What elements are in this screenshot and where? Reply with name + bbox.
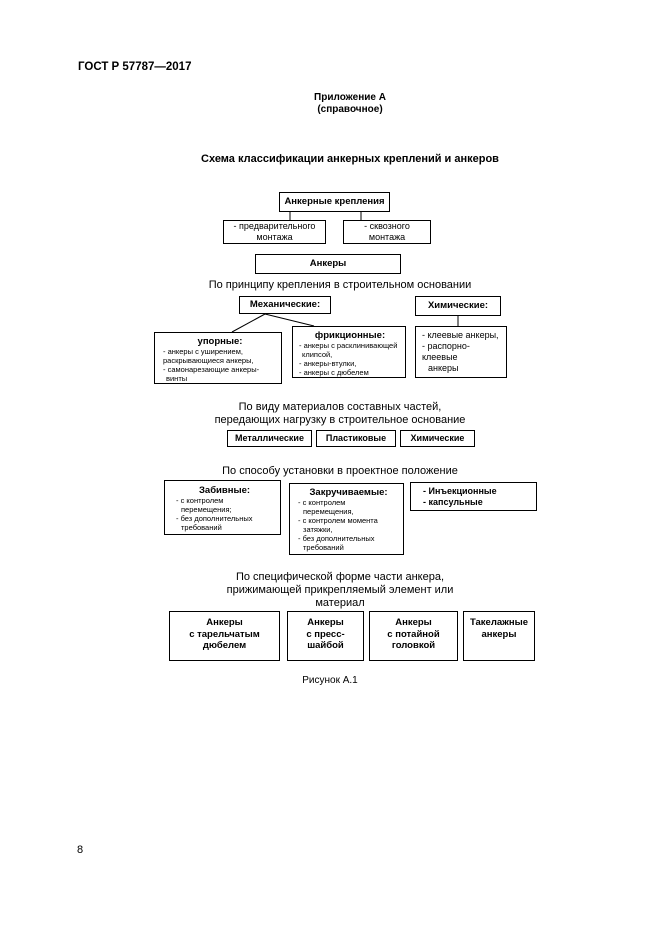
appendix-heading: Приложение А (справочное) — [250, 92, 450, 116]
driven-item-3: - без дополнительных — [176, 514, 253, 523]
washer-dowel-line-3: дюбелем — [202, 640, 247, 651]
chemical-box: Химические: — [415, 296, 501, 316]
washer-dowel-line-1: Анкеры — [206, 617, 243, 628]
screwed-item-5: - без дополнительных — [298, 534, 375, 543]
through-installation-box: - сквозного монтажа — [343, 220, 431, 244]
through-installation-line-1: - сквозного — [364, 221, 410, 231]
through-installation-line-2: монтажа — [368, 232, 406, 242]
chemical-material-box: Химические — [400, 430, 475, 447]
anchors-box: Анкеры — [255, 254, 401, 274]
figure-title: Схема классификации анкерных креплений и… — [201, 153, 499, 165]
injection-item-2: - капсульные — [423, 497, 483, 507]
driven-item-2: перемещения; — [181, 505, 232, 514]
injection-item-1: - Инъекционные — [423, 486, 497, 496]
rigging-anchors-box: Такелажные анкеры — [463, 611, 535, 661]
rigging-line-1: Такелажные — [469, 617, 529, 628]
section4-heading-line-3: материал — [315, 597, 365, 609]
metal-box: Металлические — [227, 430, 312, 447]
screwed-item-2: перемещения, — [303, 507, 354, 516]
pre-installation-line-2: монтажа — [256, 232, 293, 242]
press-washer-line-2: с пресс- — [306, 628, 345, 640]
mechanical-box: Механические: — [239, 296, 331, 314]
chemical-item-2: - распорно-клеевые — [422, 341, 470, 362]
pre-installation-box: - предварительного монтажа — [223, 220, 326, 244]
friction-item-1: - анкеры с расклинивающей — [299, 341, 398, 350]
driven-title: Забивные: — [198, 485, 251, 496]
screwed-item-1: - с контролем — [298, 498, 346, 507]
press-washer-anchors-box: Анкеры с пресс- шайбой — [287, 611, 364, 661]
friction-title: фрикционные: — [314, 330, 386, 341]
friction-item-3: - анкеры-втулки, — [299, 359, 357, 368]
screwed-title: Закручиваемые: — [309, 487, 388, 498]
driven-item-4: требований — [181, 523, 222, 532]
chemical-item-3: анкеры — [428, 363, 459, 373]
screwed-item-3: - с контролем момента — [298, 516, 378, 525]
appendix-subtitle: (справочное) — [317, 104, 383, 115]
bearing-item-4: винты — [166, 374, 188, 383]
section3-heading: По способу установки в проектное положен… — [222, 465, 458, 477]
section1-heading: По принципу крепления в строительном осн… — [208, 279, 472, 291]
chemical-item-1: - клеевые анкеры, — [422, 330, 499, 340]
rigging-line-2: анкеры — [481, 628, 517, 640]
bearing-title: упорные: — [197, 336, 243, 347]
plastic-box: Пластиковые — [316, 430, 396, 447]
anchor-fastenings-box: Анкерные крепления — [279, 192, 390, 212]
friction-item-2: клипсой, — [302, 350, 333, 359]
section2-heading-line-2: передающих нагрузку в строительное основ… — [214, 414, 466, 426]
page-number: 8 — [77, 844, 84, 856]
section4-heading: По специфической форме части анкера, при… — [190, 571, 490, 610]
section4-heading-line-1: По специфической форме части анкера, — [235, 571, 445, 583]
friction-item-4: - анкеры с дюбелем — [299, 368, 369, 377]
washer-dowel-line-2: с тарельчатым — [189, 628, 260, 640]
washer-dowel-anchors-box: Анкеры с тарельчатым дюбелем — [169, 611, 280, 661]
pre-installation-line-1: - предварительного — [233, 221, 316, 231]
standard-number: ГОСТ Р 57787—2017 — [78, 61, 192, 73]
bearing-anchors-box: упорные: - анкеры с уширением, раскрываю… — [154, 332, 282, 384]
chemical-anchors-box: - клеевые анкеры, - распорно-клеевые анк… — [415, 326, 507, 378]
screwed-anchors-box: Закручиваемые: - с контролем перемещения… — [289, 483, 404, 555]
countersunk-line-3: головкой — [391, 640, 436, 651]
countersunk-anchors-box: Анкеры с потайной головкой — [369, 611, 458, 661]
figure-caption: Рисунок А.1 — [302, 675, 358, 686]
screwed-item-6: требований — [303, 543, 344, 552]
injection-anchors-box: - Инъекционные - капсульные — [410, 482, 537, 511]
press-washer-line-1: Анкеры — [307, 617, 344, 628]
bearing-item-2: раскрывающиеся анкеры, — [163, 356, 254, 365]
section2-heading-line-1: По виду материалов составных частей, — [238, 401, 442, 413]
screwed-item-4: затяжки, — [303, 525, 333, 534]
section2-heading: По виду материалов составных частей, пер… — [190, 401, 490, 427]
driven-item-1: - с контролем — [176, 496, 224, 505]
countersunk-line-1: Анкеры — [395, 617, 432, 628]
section4-heading-line-2: прижимающей прикрепляемый элемент или — [226, 584, 454, 596]
appendix-title: Приложение А — [314, 92, 386, 103]
bearing-item-3: - самонарезающие анкеры- — [163, 365, 260, 374]
press-washer-line-3: шайбой — [307, 640, 344, 651]
driven-anchors-box: Забивные: - с контролем перемещения; - б… — [164, 480, 281, 535]
countersunk-line-2: с потайной — [387, 628, 440, 640]
bearing-item-1: - анкеры с уширением, — [163, 347, 243, 356]
friction-anchors-box: фрикционные: - анкеры с расклинивающей к… — [292, 326, 406, 378]
